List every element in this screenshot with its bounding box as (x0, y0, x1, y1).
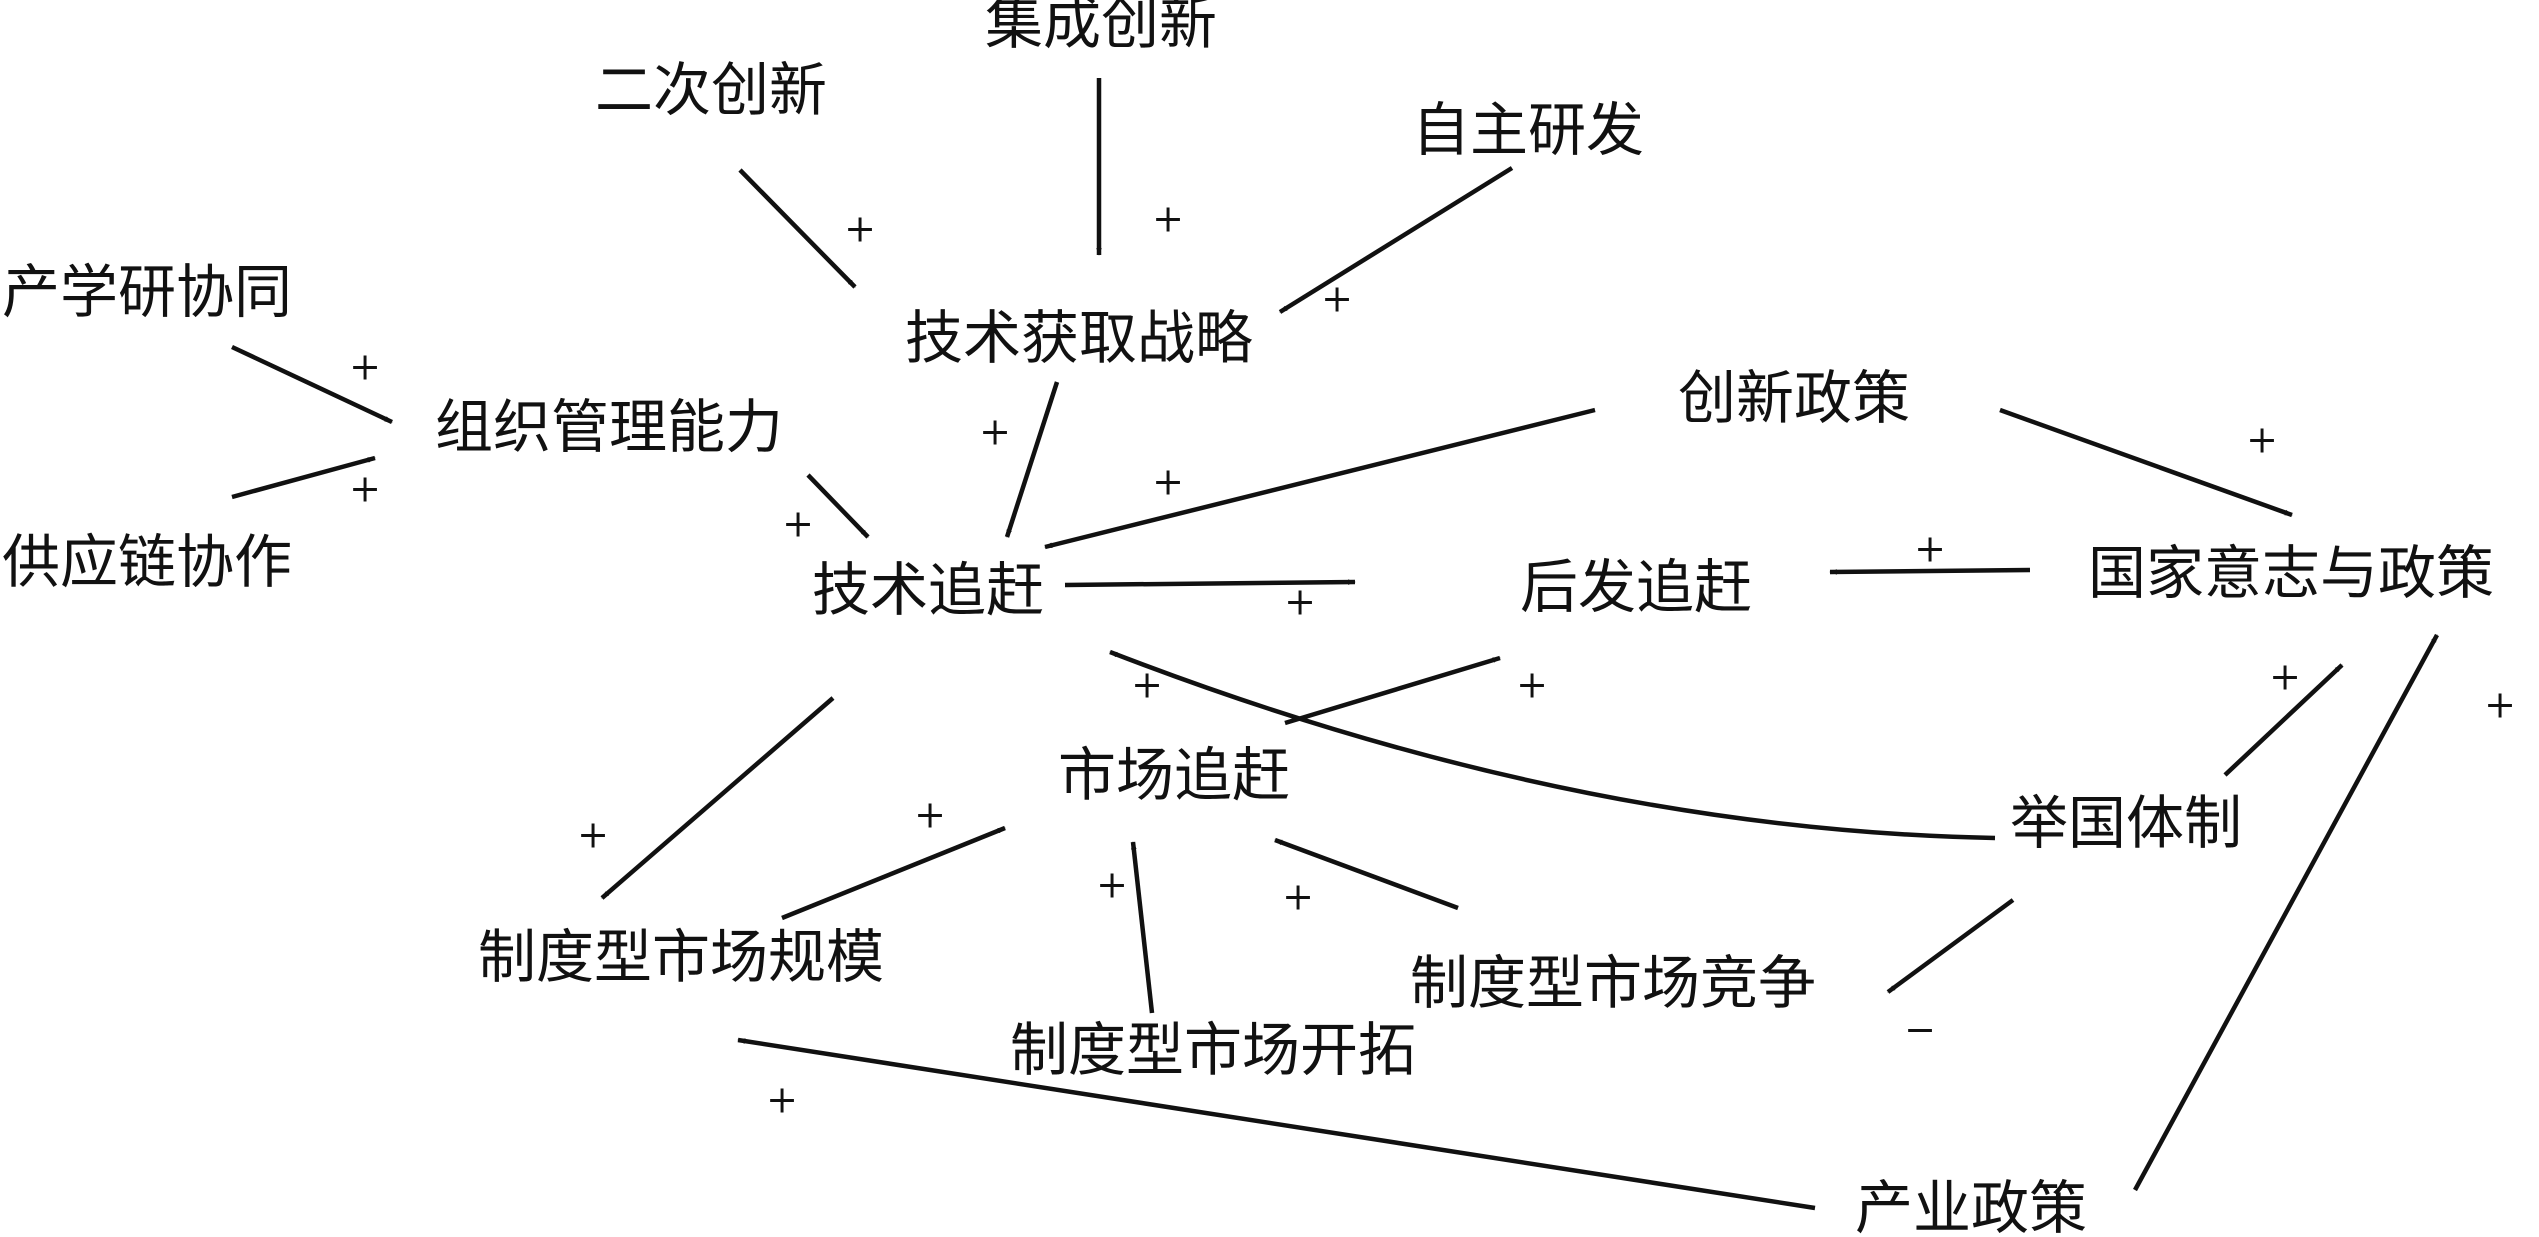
arrow-jishu_zhuigan-to-houfa (1064, 579, 1356, 588)
arrow-chanxueyan-to-zuzhi (231, 344, 393, 425)
node-houfa: 后发追赶 (1520, 553, 1752, 621)
node-guojia: 国家意志与政策 (2088, 539, 2494, 607)
node-jicheng: 集成创新 (985, 0, 1217, 57)
polarity-sign-chuangxin_zc-to-guojia: + (2246, 418, 2278, 462)
arrow-jingzheng-to-shichang (1274, 837, 1459, 911)
polarity-sign-jishu_zhuigan-to-houfa: + (1284, 580, 1316, 624)
polarity-sign-guimo-to-shichang: + (914, 793, 946, 837)
node-gongying: 供应链协作 (2, 528, 292, 596)
arrow-gongying-to-zuzhi (231, 455, 376, 500)
arrow-chuangxin_zc-to-jishu_zhuigan (1044, 407, 1596, 550)
node-chanye: 产业政策 (1855, 1174, 2087, 1237)
arrow-juguo-to-jishu_zhuigan (1109, 649, 1996, 841)
polarity-sign-jishu_zhuigan-to-guimo: + (577, 813, 609, 857)
polarity-sign-chanxueyan-to-zuzhi: + (349, 345, 381, 389)
arrow-kaituo-to-shichang (1130, 841, 1155, 1014)
polarity-sign-zuzhi-to-jishu_zhuigan: + (782, 502, 814, 546)
polarity-sign-juguo-to-jishu_zhuigan: + (1131, 663, 1163, 707)
polarity-sign-erci-to-jishu_huoqu: + (844, 207, 876, 251)
polarity-sign-jicheng-to-jishu_huoqu: + (1152, 197, 1184, 241)
polarity-sign-kaituo-to-shichang: + (1096, 863, 1128, 907)
arrow-zuzhi-to-jishu_zhuigan (806, 473, 870, 539)
node-erci: 二次创新 (595, 56, 827, 124)
node-chuangxin-zc: 创新政策 (1678, 364, 1910, 432)
arrow-juguo-to-guojia (2223, 663, 2344, 777)
polarity-sign-chuangxin_zc-to-jishu_zhuigan: + (1152, 460, 1184, 504)
node-guimo: 制度型市场规模 (478, 923, 884, 991)
node-shichang: 市场追赶 (1058, 741, 1290, 809)
arrow-jishu_zhuigan-to-guimo (600, 696, 835, 900)
node-kaituo: 制度型市场开拓 (1010, 1016, 1416, 1084)
edges: + + + + + + + + + + + + + + − + + + + + + (231, 78, 2516, 1211)
arrow-jishu_huoqu-to-jishu_zhuigan (1004, 381, 1060, 538)
node-jingzheng: 制度型市场竞争 (1410, 949, 1816, 1017)
polarity-sign-zizhu-to-jishu_huoqu: + (1321, 277, 1353, 321)
polarity-sign-jingzheng-to-shichang: + (1282, 875, 1314, 919)
node-jishu-huoqu: 技术获取战略 (905, 304, 1253, 372)
arrow-guimo-to-shichang (781, 825, 1006, 921)
arrow-shichang-to-houfa (1284, 655, 1501, 726)
node-zuzhi: 组织管理能力 (435, 393, 783, 461)
arrow-erci-to-jishu_huoqu (738, 168, 857, 289)
polarity-sign-juguo-to-jingzheng: − (1904, 1008, 1936, 1052)
polarity-sign-guojia-to-houfa: + (1914, 527, 1946, 571)
arrow-chuangxin_zc-to-guojia (1999, 407, 2293, 518)
polarity-sign-chanye-to-guojia: + (2484, 683, 2516, 727)
polarity-sign-juguo-to-guojia: + (2269, 655, 2301, 699)
polarity-sign-chanye-to-guimo: + (766, 1078, 798, 1122)
arrow-chanye-to-guimo (737, 1037, 1816, 1211)
polarity-sign-jishu_huoqu-to-jishu_zhuigan: + (979, 410, 1011, 454)
polarity-sign-gongying-to-zuzhi: + (349, 467, 381, 511)
arrow-guojia-to-houfa (1829, 567, 2031, 575)
node-juguo: 举国体制 (2010, 789, 2242, 857)
node-zizhu: 自主研发 (1412, 96, 1644, 164)
node-jishu-zhuigan: 技术追赶 (812, 556, 1044, 624)
node-chanxueyan: 产学研协同 (2, 258, 292, 326)
arrow-zizhu-to-jishu_huoqu (1278, 166, 1514, 314)
arrow-juguo-to-jingzheng (1886, 898, 2015, 994)
arrow-chanye-to-guojia (2133, 633, 2439, 1192)
polarity-sign-shichang-to-houfa: + (1516, 663, 1548, 707)
